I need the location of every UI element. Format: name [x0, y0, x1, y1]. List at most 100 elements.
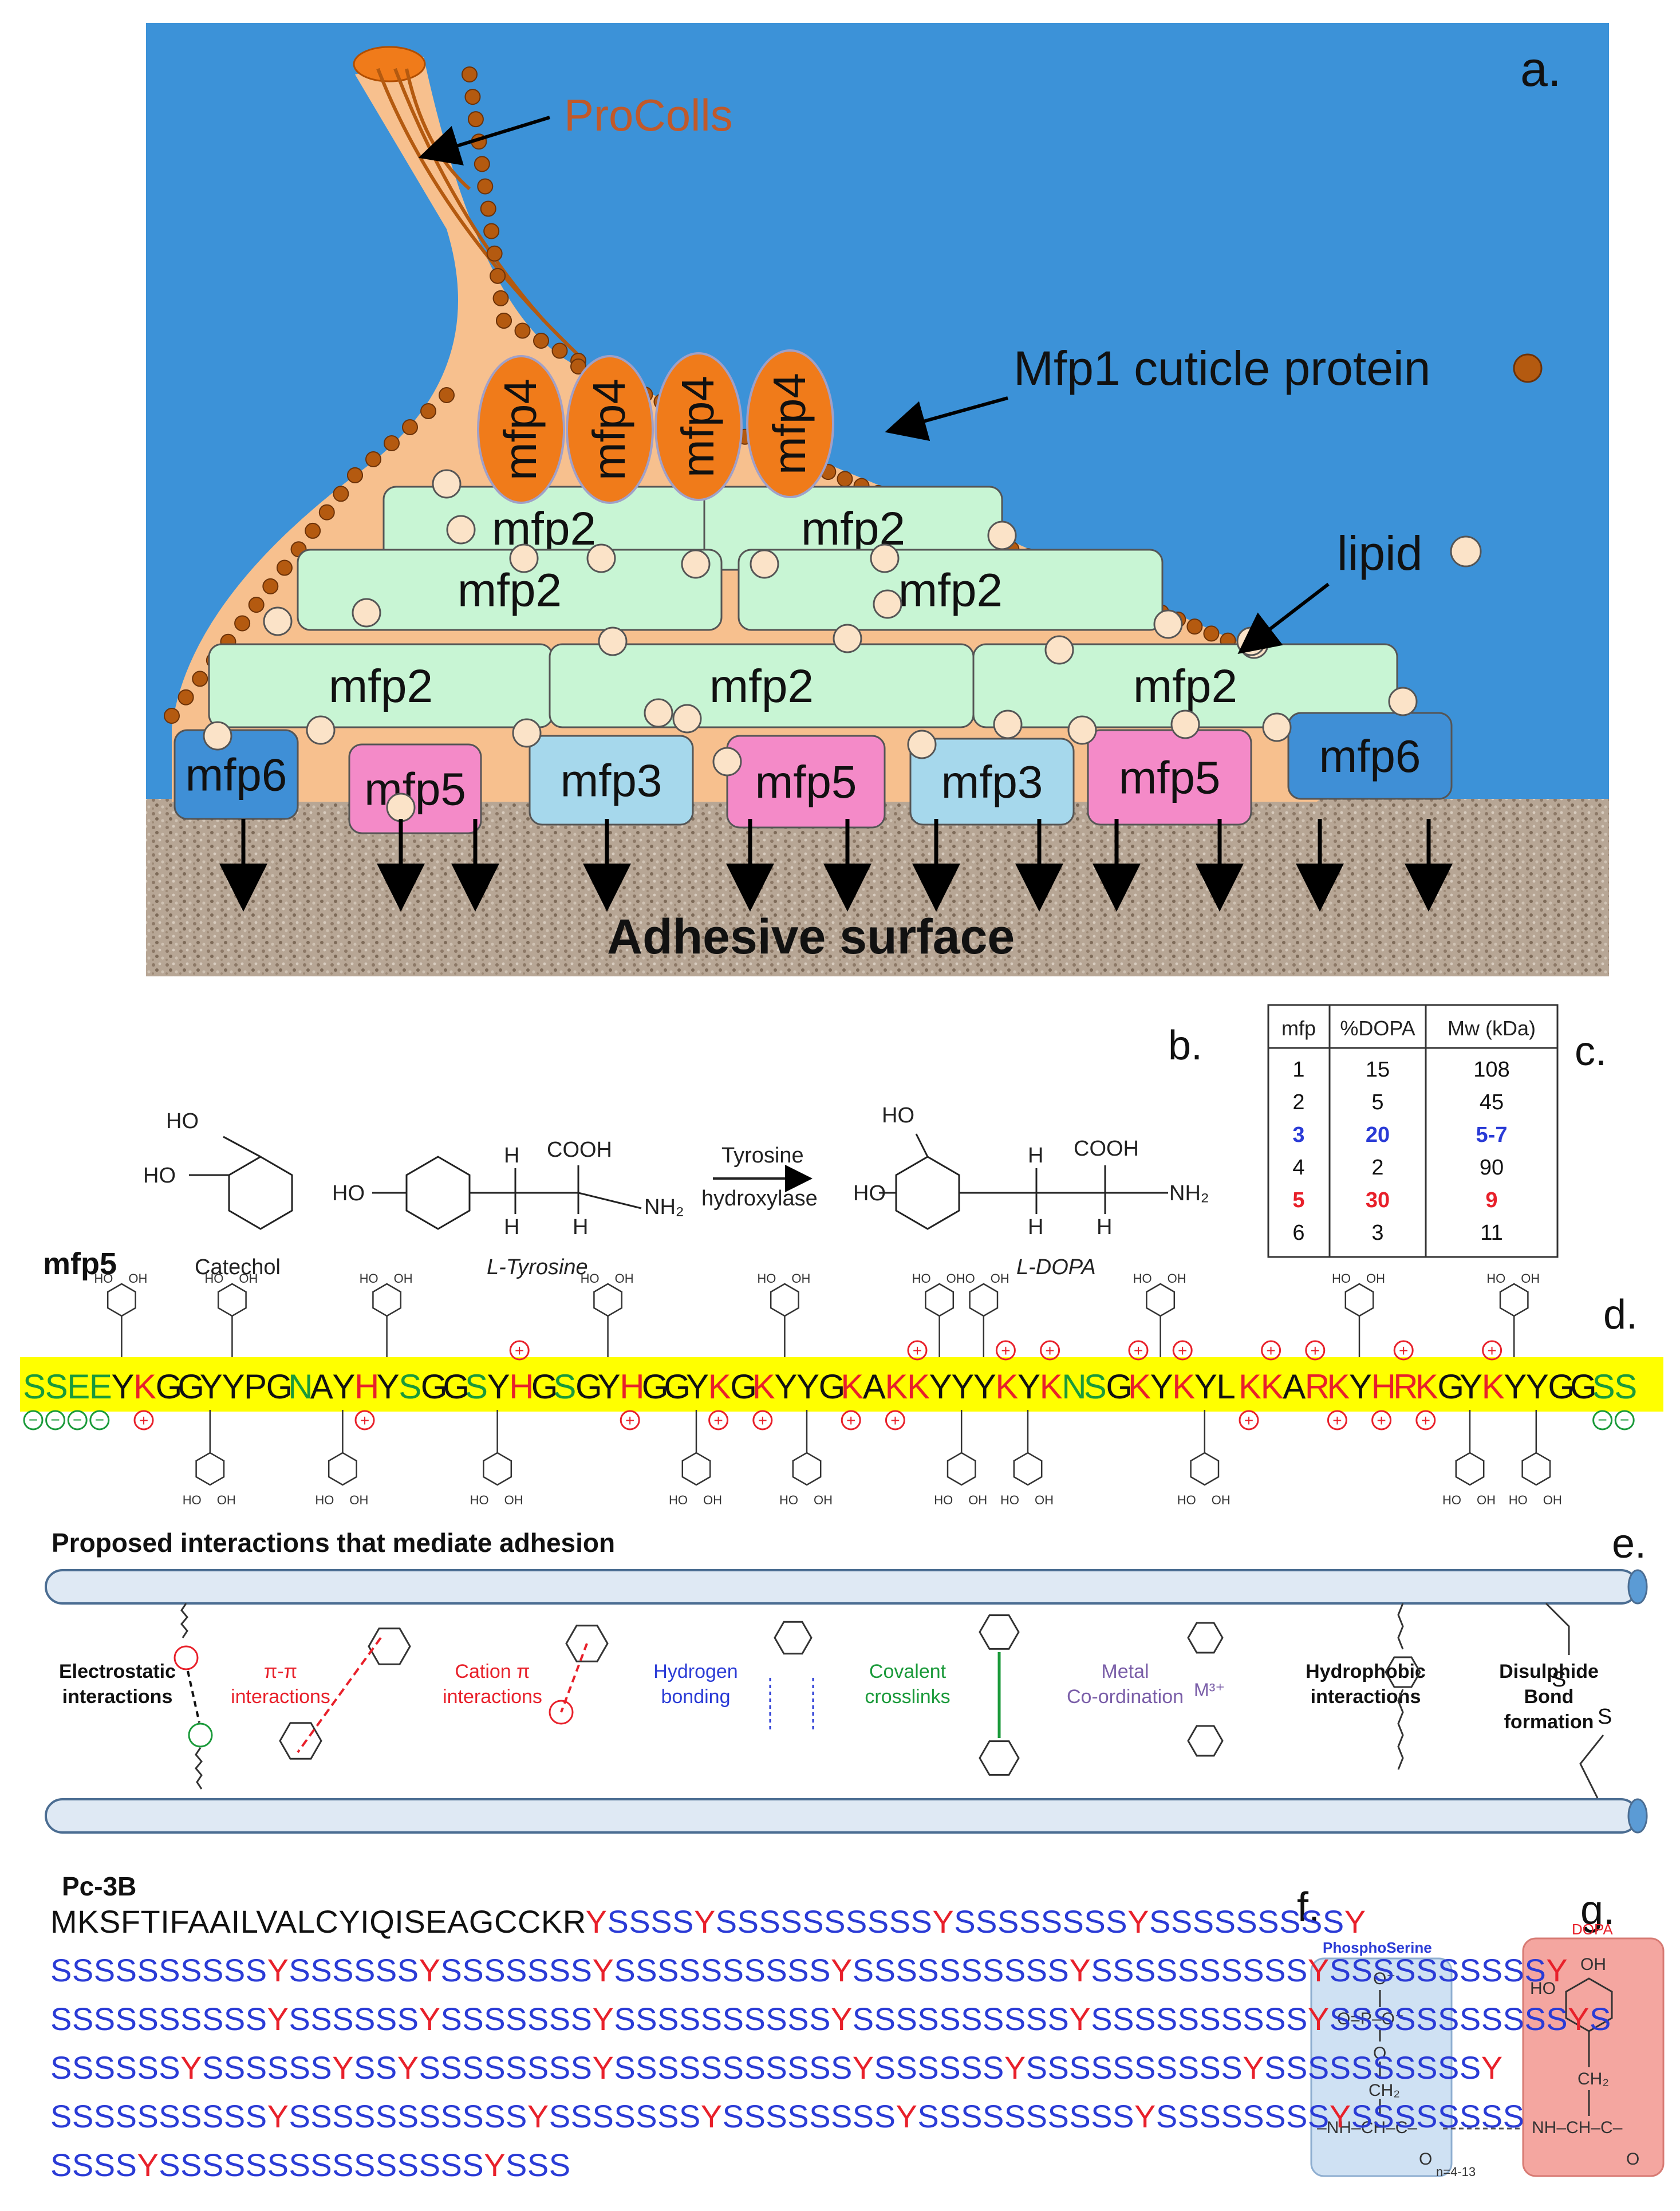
mfp5-residue: Y: [796, 1367, 819, 1406]
mfp2-box-label: mfp2: [1133, 660, 1237, 712]
lipid-dot: [446, 515, 476, 545]
pc3b-seq-line-2: SSSSSSSSSSYSSSSSSYSSSSSSSYSSSSSSSSSSYSSS…: [50, 1950, 1568, 1991]
pc3b-seq-line-6: SSSSYSSSSSSSSSSSSSSSYSSS: [50, 2145, 571, 2186]
ho-label: HO: [315, 1493, 334, 1507]
table-cell-mw: 108: [1473, 1058, 1509, 1082]
oh-label: OH: [1035, 1493, 1054, 1507]
negative-sign: −: [73, 1411, 82, 1429]
lipid-dot: [1262, 712, 1292, 742]
mfp5-residue: G: [443, 1367, 470, 1406]
mfp5-residue: E: [89, 1367, 112, 1406]
svg-text:NH–CH–C–: NH–CH–C–: [1532, 2118, 1623, 2137]
mfp5-residue: Y: [1349, 1367, 1372, 1406]
interaction-label: interactions: [62, 1686, 173, 1708]
table-cell-mfp: 1: [1292, 1058, 1304, 1082]
table-header-mfp: mfp: [1281, 1016, 1316, 1040]
interaction-label: bonding: [661, 1686, 730, 1708]
ho-label: HO: [757, 1271, 776, 1286]
interaction-label: formation: [1504, 1711, 1594, 1733]
mfp2-box-label: mfp2: [492, 503, 596, 555]
phosphoserine-label: PhosphoSerine: [1323, 1939, 1432, 1956]
dopa-side-ring: [1344, 1283, 1374, 1317]
lipid-legend-dot: [1450, 535, 1482, 567]
mfp1-dot: [234, 615, 251, 632]
negative-charge: [1614, 1410, 1635, 1430]
panel-b-text: HO HO HO H H COOH H NH₂ Tyrosine hydroxy…: [143, 1103, 1209, 1279]
lipid-dot: [712, 747, 742, 777]
interaction-label: Disulphide: [1499, 1661, 1599, 1682]
mfp2-box-label: mfp2: [329, 660, 433, 712]
lipid-dot: [306, 715, 336, 745]
table-cell-mfp: 4: [1292, 1156, 1304, 1180]
mfp1-dot: [480, 200, 496, 217]
lipid-dot: [750, 549, 779, 579]
mfp5-residue: N: [288, 1367, 313, 1406]
mfp5-residue: K: [1128, 1367, 1151, 1406]
dopa-side-ring: [1521, 1452, 1551, 1486]
mfp1-dot: [533, 333, 549, 349]
mfp5-residue: G: [421, 1367, 448, 1406]
panel-d-label: d.: [1603, 1292, 1638, 1338]
positive-sign: +: [890, 1412, 900, 1429]
dopa-side-ring: [107, 1283, 136, 1317]
mfp4-label: mfp4: [583, 379, 634, 480]
dopa-side-ring: [792, 1452, 822, 1486]
mfp4-ellipse: [654, 352, 743, 501]
ho-label: HO: [956, 1271, 975, 1286]
positive-sign: +: [1377, 1412, 1386, 1429]
panel-a-label: a.: [1520, 42, 1561, 97]
negative-charge: [23, 1410, 44, 1430]
interaction-label: Hydrogen: [653, 1661, 738, 1682]
mfp5-residue: S: [1614, 1367, 1637, 1406]
mfp5-residue: Y: [487, 1367, 510, 1406]
table-cell-dopa: 3: [1371, 1221, 1383, 1245]
pc3b-seq-1-rest: YSSSSYSSSSSSSSSSYSSSSSSSSYSSSSSSSSSY: [585, 1903, 1366, 1940]
catechol-ho-2: HO: [143, 1164, 176, 1188]
ho-label: HO: [94, 1271, 113, 1286]
negative-sign: −: [1620, 1411, 1629, 1429]
mfp5-residue: G: [156, 1367, 183, 1406]
dopa-nh2: NH₂: [1169, 1181, 1209, 1205]
aromatic-ring: [774, 1621, 813, 1655]
mfp5-residue: S: [399, 1367, 421, 1406]
mfp4-ellipse: [746, 349, 834, 498]
mfp1-dot: [474, 156, 490, 172]
dopa-h-3: H: [1097, 1215, 1112, 1239]
positive-charge: [1040, 1340, 1060, 1361]
mfp5-residue: G: [1437, 1367, 1464, 1406]
dopa-side-ring: [947, 1452, 976, 1486]
lipid-dot: [993, 710, 1023, 739]
mfp5-residue: G: [575, 1367, 602, 1406]
mfp5-residue: N: [1062, 1367, 1086, 1406]
panel-b: [189, 1133, 1168, 1230]
mfp5-residue: K: [885, 1367, 908, 1406]
mfp5-residue: G: [1548, 1367, 1575, 1406]
aromatic-ring: [565, 1625, 609, 1662]
oh-label: OH: [1366, 1271, 1385, 1286]
table-cell-mw: 5-7: [1476, 1123, 1508, 1147]
dopa-side-ring: [1190, 1452, 1220, 1486]
positive-sign: +: [1332, 1412, 1342, 1429]
dopa-h-1: H: [1028, 1144, 1043, 1168]
oh-label: OH: [1477, 1493, 1496, 1507]
mfp5-residue: K: [1415, 1367, 1438, 1406]
dopa-side-ring: [1013, 1452, 1043, 1486]
mfp5-residue: Y: [1194, 1367, 1217, 1406]
interaction-label: Covalent: [869, 1661, 947, 1682]
ho-label: HO: [360, 1271, 378, 1286]
panel-g-label: g.: [1580, 1887, 1615, 1933]
thread-end: [353, 46, 426, 82]
mfp5-residue: Y: [1150, 1367, 1173, 1406]
mfp4-label: mfp4: [495, 379, 546, 480]
mfp1-dot: [837, 471, 853, 487]
mfp1-dot: [305, 522, 321, 539]
mfp5-residue: H: [509, 1367, 534, 1406]
mfp5-residue: P: [244, 1367, 267, 1406]
mfp3-box-label: mfp3: [941, 756, 1043, 807]
positive-sign: +: [1244, 1412, 1253, 1429]
negative-sign: −: [95, 1411, 104, 1429]
table-cell-dopa: 15: [1366, 1058, 1390, 1082]
dopa-side-ring: [681, 1452, 711, 1486]
dopa-label: L-DOPA: [1016, 1255, 1096, 1279]
